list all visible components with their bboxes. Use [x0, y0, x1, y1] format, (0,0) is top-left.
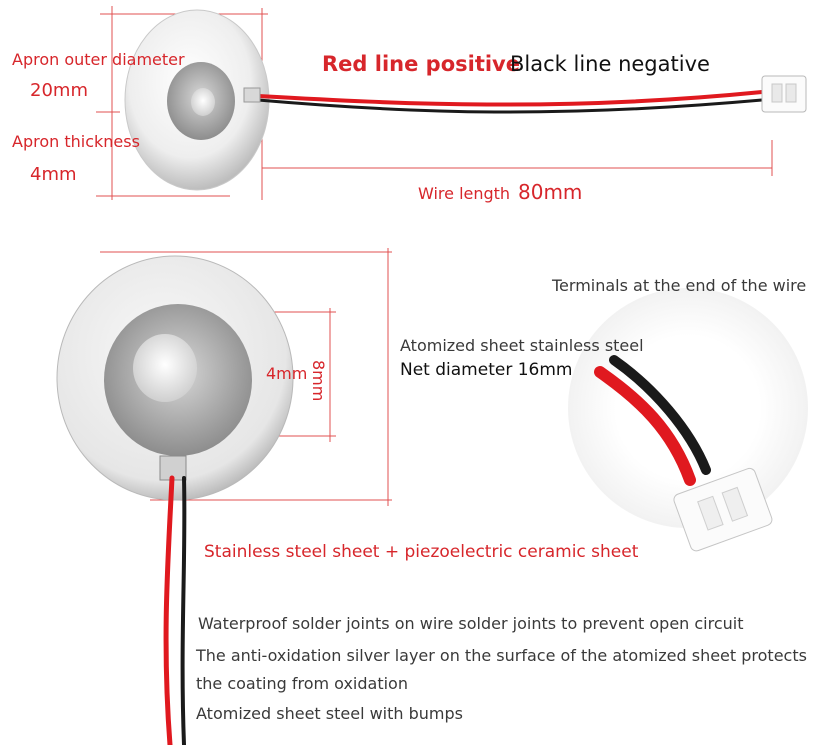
apron-outer-diameter-value: 20mm: [30, 80, 88, 101]
apron-thickness-value: 4mm: [30, 164, 77, 185]
material-label: Atomized sheet stainless steel: [400, 336, 644, 355]
black-line-label: Black line negative: [510, 52, 710, 76]
note-coating: the coating from oxidation: [196, 674, 408, 693]
inner-dimension-value: 4mm: [266, 364, 308, 383]
terminal-closeup: [568, 288, 808, 552]
top-wire: [243, 87, 764, 114]
bottom-wire: [163, 475, 187, 745]
top-connector: [761, 75, 807, 113]
wire-length-value: 80mm: [518, 180, 583, 204]
note-anti-oxidation: The anti-oxidation silver layer on the s…: [196, 646, 807, 665]
apron-thickness-label: Apron thickness: [12, 132, 140, 151]
top-atomizer-disc: [124, 9, 270, 191]
red-line-label: Red line positive: [322, 52, 520, 76]
note-waterproof-solder: Waterproof solder joints on wire solder …: [198, 614, 744, 633]
bottom-atomizer-disc: [56, 255, 294, 501]
wire-length-label: Wire length: [418, 184, 511, 203]
net-diameter-label: Net diameter 16mm: [400, 360, 573, 380]
apron-outer-diameter-label: Apron outer diameter: [12, 50, 185, 69]
sheet-composition-label: Stainless steel sheet + piezoelectric ce…: [204, 542, 639, 562]
note-bumps: Atomized sheet steel with bumps: [196, 704, 463, 723]
terminals-label: Terminals at the end of the wire: [552, 276, 807, 295]
outer-dimension-value: 8mm: [309, 360, 328, 402]
